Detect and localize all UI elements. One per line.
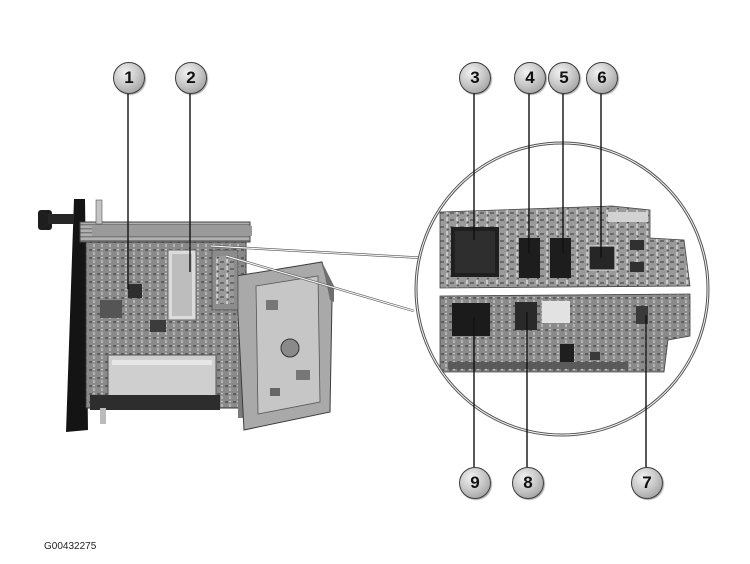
figure-reference-code: G00432275 — [44, 541, 97, 552]
callout-9: 9 — [459, 467, 491, 499]
magnified-circuit-boards — [414, 141, 710, 437]
callout-8: 8 — [512, 467, 544, 499]
leader-lines — [127, 92, 647, 467]
callout-3: 3 — [459, 62, 491, 94]
callout-6: 6 — [586, 62, 618, 94]
callout-7: 7 — [631, 467, 663, 499]
callout-5: 5 — [548, 62, 580, 94]
callout-1: 1 — [113, 62, 145, 94]
callout-2: 2 — [175, 62, 207, 94]
magnifier-connector — [210, 244, 425, 313]
radio-unit-illustration — [38, 199, 334, 432]
callout-4: 4 — [514, 62, 546, 94]
